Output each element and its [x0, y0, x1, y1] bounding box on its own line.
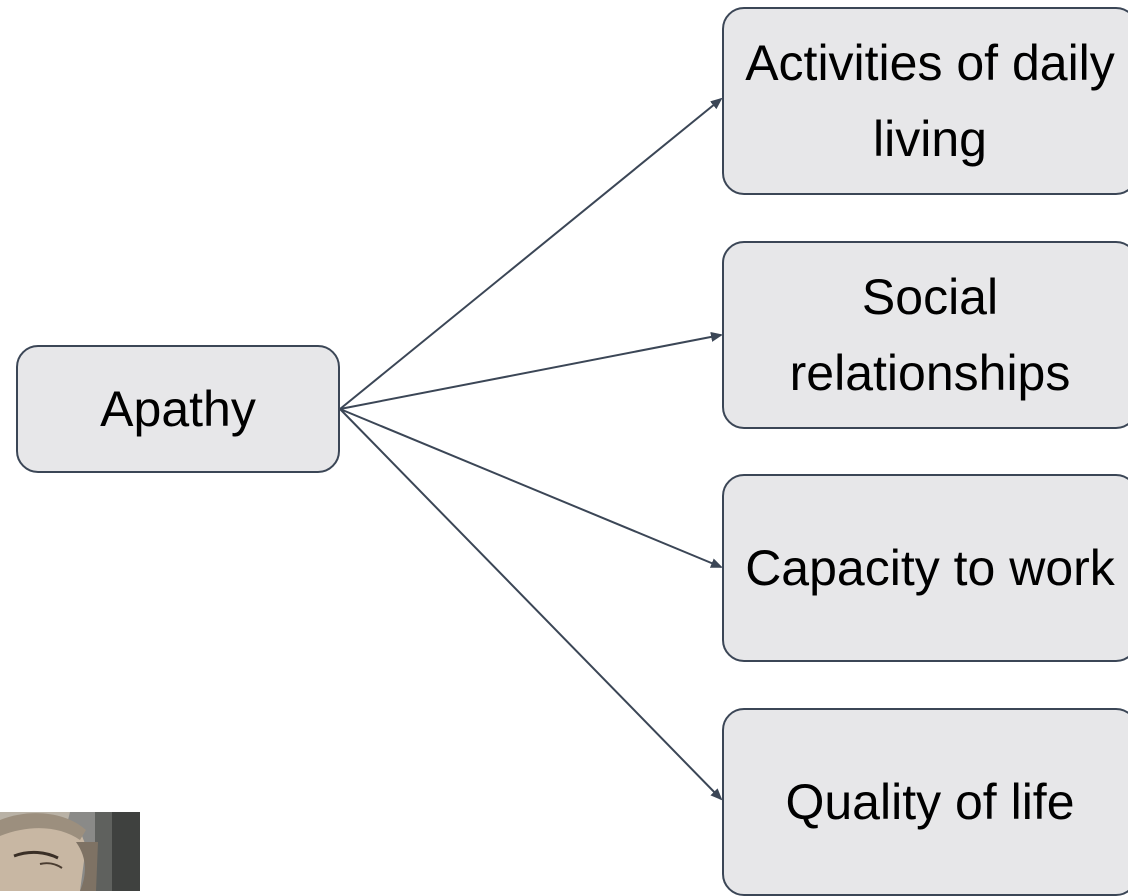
- node-quality-label: Quality of life: [785, 774, 1075, 830]
- node-social-label: Social relationships: [789, 269, 1071, 401]
- edge-apathy-to-quality: [339, 408, 723, 801]
- node-apathy: Apathy: [16, 345, 340, 473]
- node-capacity-to-work: Capacity to work: [722, 474, 1128, 662]
- node-capacity-label: Capacity to work: [745, 540, 1115, 596]
- node-apathy-label: Apathy: [100, 381, 256, 437]
- node-activities-of-daily-living: Activities of daily living: [722, 7, 1128, 195]
- node-activities-label: Activities of daily living: [745, 35, 1115, 167]
- node-quality-of-life: Quality of life: [722, 708, 1128, 896]
- presenter-photo-image: [0, 812, 140, 891]
- edge-apathy-to-activities: [339, 97, 723, 410]
- edge-apathy-to-capacity: [339, 408, 723, 568]
- presenter-photo: [0, 812, 140, 891]
- edge-apathy-to-social: [339, 331, 723, 410]
- node-social-relationships: Social relationships: [722, 241, 1128, 429]
